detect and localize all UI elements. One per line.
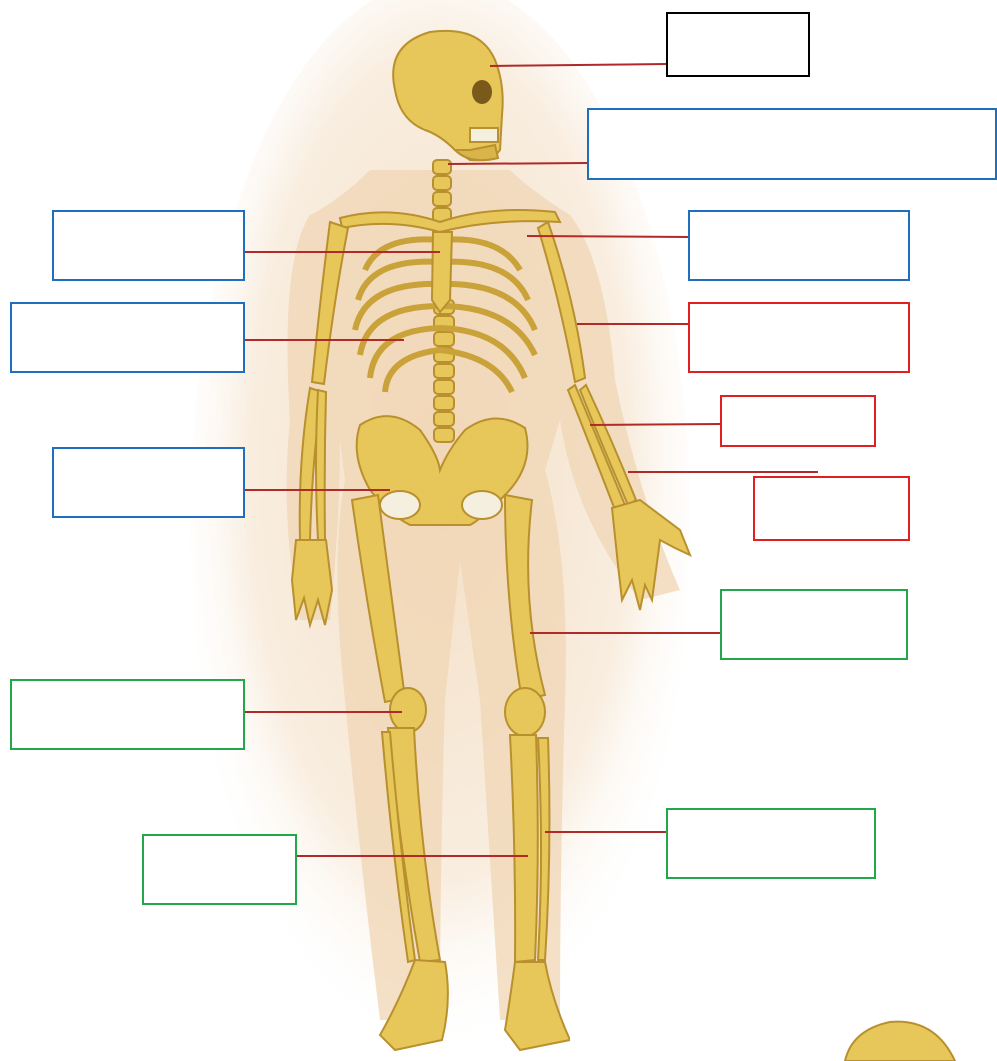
label-box-fibula[interactable]	[666, 808, 876, 879]
patella-left	[390, 688, 426, 732]
page-cover	[570, 955, 830, 1061]
label-box-femur[interactable]	[720, 589, 908, 660]
label-box-ulna[interactable]	[753, 476, 910, 541]
partial-skull	[845, 1022, 955, 1061]
label-box-radius[interactable]	[720, 395, 876, 447]
label-box-ribs[interactable]	[10, 302, 245, 373]
label-box-sternum[interactable]	[52, 210, 245, 281]
patella-right	[505, 688, 545, 736]
label-box-clavicle[interactable]	[688, 210, 910, 281]
label-box-pelvis[interactable]	[52, 447, 245, 518]
label-box-tibia[interactable]	[142, 834, 297, 905]
ulna-left	[316, 390, 326, 540]
label-box-skull[interactable]	[666, 12, 810, 77]
teeth	[470, 128, 498, 142]
tibia-right	[510, 735, 538, 962]
sternum-bone	[432, 232, 452, 312]
eye-socket	[472, 80, 492, 104]
label-box-humerus[interactable]	[688, 302, 910, 373]
label-box-spine[interactable]	[587, 108, 997, 180]
hand-left	[292, 540, 332, 625]
label-box-patella[interactable]	[10, 679, 245, 750]
